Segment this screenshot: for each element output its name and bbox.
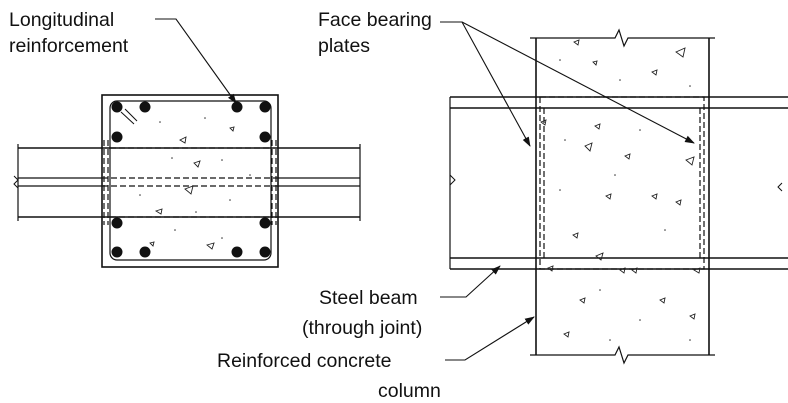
label-steel-beam-line1: Steel beam (319, 287, 418, 309)
plan-rebars (111, 101, 271, 258)
elevation-view (449, 28, 788, 365)
rebar (259, 101, 271, 113)
plan-tie (109, 100, 272, 261)
elevation-sand-dots (559, 59, 691, 341)
rebar (231, 246, 243, 258)
rebar (111, 101, 123, 113)
rebar (139, 101, 151, 113)
rebar (111, 217, 123, 229)
rebar (231, 101, 243, 113)
rebar (259, 131, 271, 143)
label-rc-column-line1: Reinforced concrete (217, 350, 392, 372)
label-longitudinal-line2: reinforcement (9, 35, 129, 57)
rebar (139, 246, 151, 258)
plan-view (13, 94, 361, 268)
label-steel-beam-line2: (through joint) (302, 317, 422, 339)
label-longitudinal-line1: Longitudinal (9, 9, 114, 31)
label-face-bearing-line1: Face bearing (318, 9, 432, 31)
elevation-steel-beam (449, 96, 788, 270)
column-break-bottom (530, 345, 715, 365)
label-face-bearing-line2: plates (318, 35, 370, 57)
plan-column (101, 94, 279, 268)
rebar (111, 246, 123, 258)
elevation-face-plates (539, 96, 705, 270)
plan-steel-beam (13, 144, 361, 221)
rebar (259, 246, 271, 258)
label-rc-column-line2: column (378, 380, 441, 402)
plan-face-plates (103, 140, 277, 225)
rebar (259, 217, 271, 229)
column-break-top (530, 28, 715, 48)
elevation-aggregate (540, 39, 701, 338)
plan-aggregate (149, 126, 235, 250)
plan-sand-dots (139, 117, 251, 239)
leaders (155, 18, 695, 361)
rebar (111, 131, 123, 143)
